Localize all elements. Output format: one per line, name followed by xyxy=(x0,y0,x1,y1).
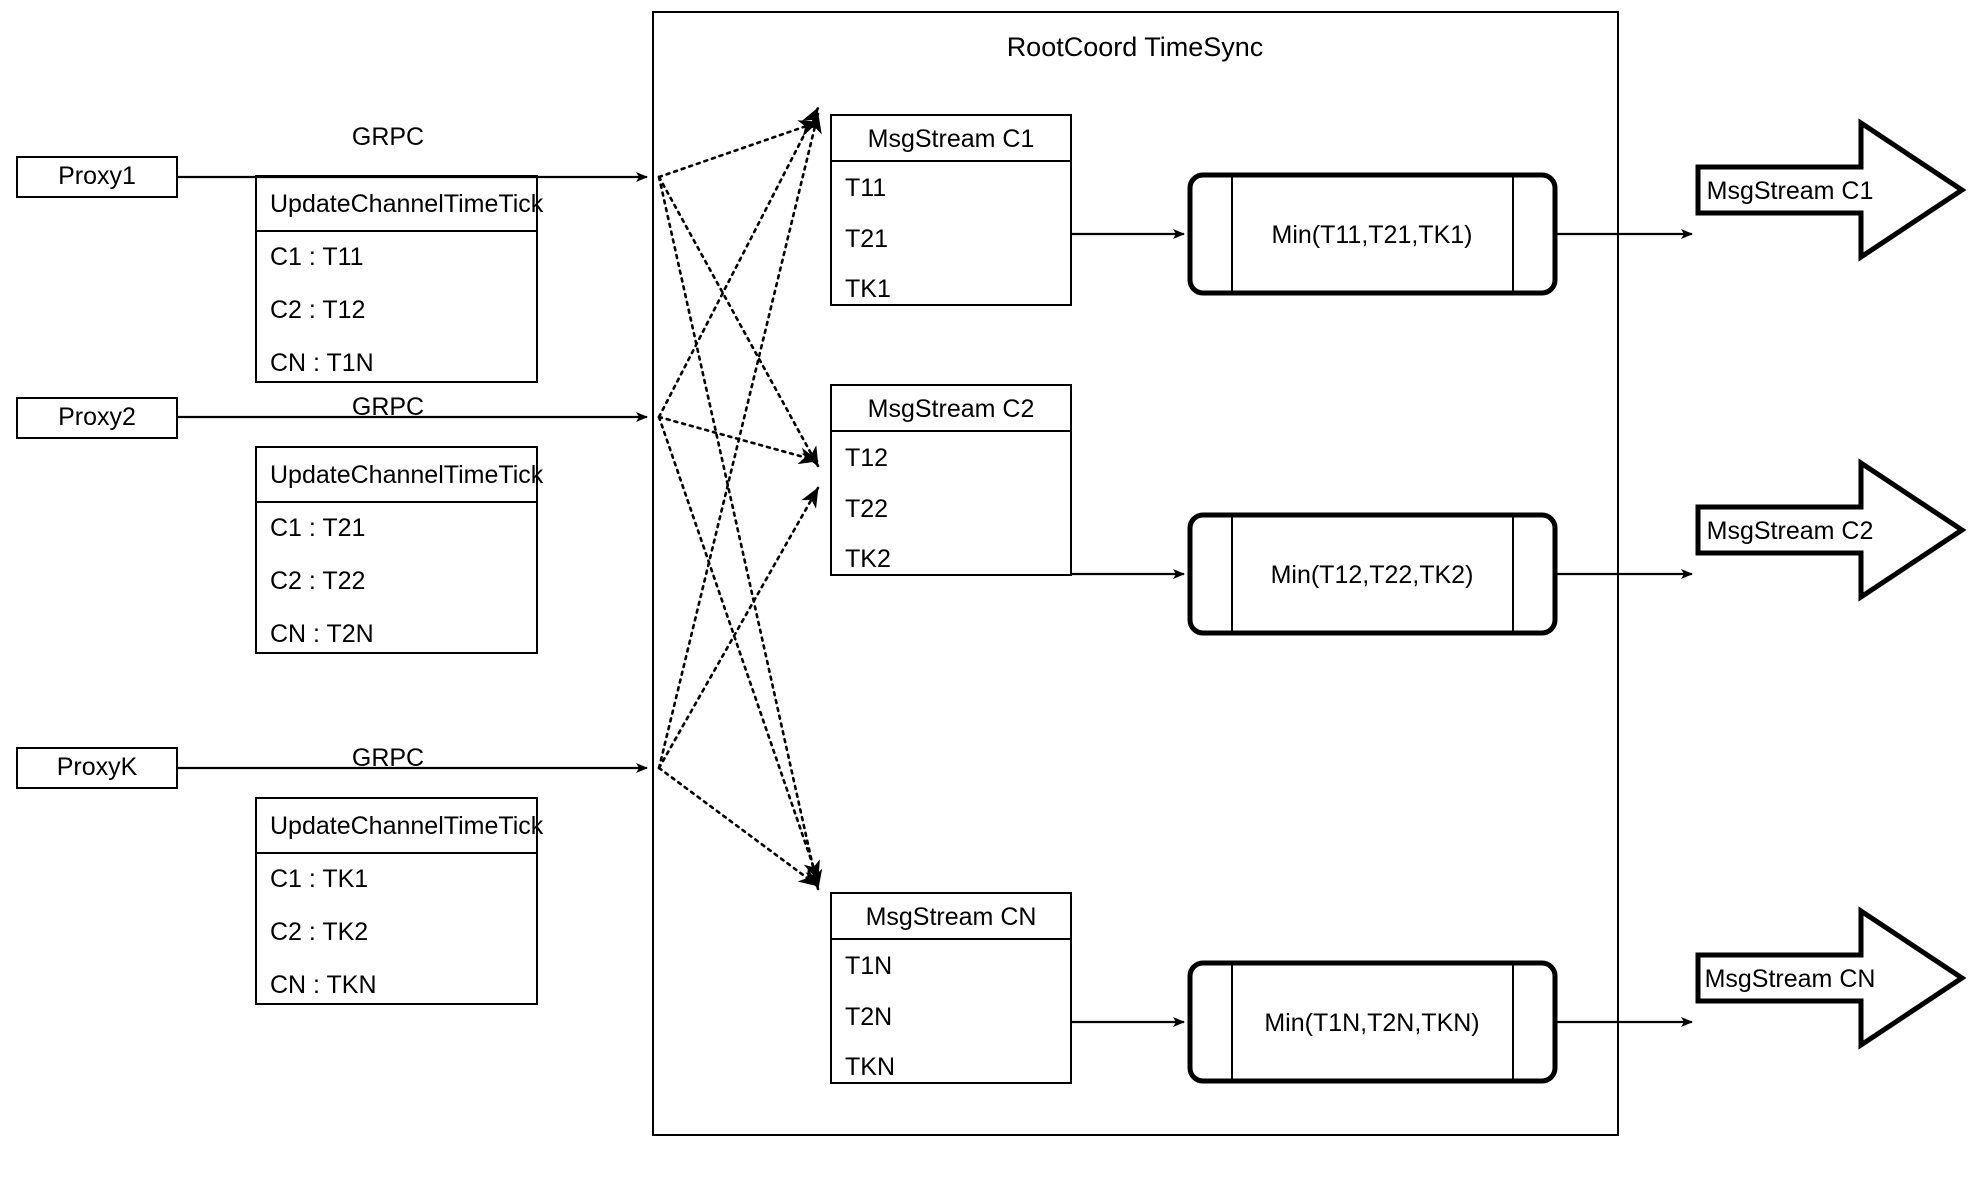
proxy1-box[interactable]: Proxy1 xyxy=(16,156,178,198)
proxy1-label: Proxy1 xyxy=(58,162,136,190)
proxyk-table-row-2: CN : TKN xyxy=(270,971,377,999)
msgstream-c1-row-0: T11 xyxy=(845,174,886,202)
msgstream-cn-header: MsgStream CN xyxy=(866,903,1037,931)
output-msgstream-cn-label: MsgStream CN xyxy=(1705,965,1876,993)
min-process-c1: Min(T11,T21,TK1) xyxy=(1187,172,1558,296)
output-msgstream-c2-label: MsgStream C2 xyxy=(1707,517,1874,545)
dispatch-pk-cn xyxy=(657,766,820,888)
min-process-cn: Min(T1N,T2N,TKN) xyxy=(1187,960,1558,1084)
msgstream-c1-row-1: T21 xyxy=(845,225,888,253)
dispatch-pk-c1 xyxy=(657,112,822,770)
min-process-cn-label: Min(T1N,T2N,TKN) xyxy=(1264,1009,1479,1037)
proxyk-box[interactable]: ProxyK xyxy=(16,747,178,789)
proxy2-table-row-1: C2 : T22 xyxy=(270,567,365,595)
msgstream-c1-row-2: TK1 xyxy=(845,275,891,303)
dispatch-p1-cn xyxy=(657,175,823,891)
proxy1-timetick-table: UpdateChannelTimeTick C1 : T11 C2 : T12 … xyxy=(255,175,544,383)
grpc-label-proxy1: GRPC xyxy=(352,123,424,151)
proxyk-table-row-0: C1 : TK1 xyxy=(270,865,368,893)
rootcoord-timesync-title: RootCoord TimeSync xyxy=(1007,32,1264,62)
dispatch-pk-c2 xyxy=(657,486,820,770)
msgstream-c2-header: MsgStream C2 xyxy=(868,395,1035,423)
msgstream-c1-box: MsgStream C1 T11 T21 TK1 xyxy=(830,114,1072,306)
min-process-c2-label: Min(T12,T22,TK2) xyxy=(1271,561,1474,589)
proxy2-table-row-2: CN : T2N xyxy=(270,620,374,648)
output-msgstream-c2-arrow: MsgStream C2 xyxy=(1695,458,1967,602)
proxy2-timetick-table: UpdateChannelTimeTick C1 : T21 C2 : T22 … xyxy=(255,446,544,654)
output-msgstream-c1-label: MsgStream C1 xyxy=(1707,177,1874,205)
timetick-dispatch-links xyxy=(657,106,823,891)
proxy2-box[interactable]: Proxy2 xyxy=(16,397,178,439)
msgstream-c2-row-2: TK2 xyxy=(845,545,891,573)
proxy2-label: Proxy2 xyxy=(58,403,136,431)
msgstream-c2-row-1: T22 xyxy=(845,495,888,523)
proxyk-table-row-1: C2 : TK2 xyxy=(270,918,368,946)
proxy1-table-header: UpdateChannelTimeTick xyxy=(270,190,544,218)
msgstream-cn-row-2: TKN xyxy=(845,1053,895,1081)
msgstream-cn-row-0: T1N xyxy=(845,952,892,980)
msgstream-c1-header: MsgStream C1 xyxy=(868,125,1035,153)
msgstream-cn-box: MsgStream CN T1N T2N TKN xyxy=(830,892,1072,1084)
proxyk-table-header: UpdateChannelTimeTick xyxy=(270,812,544,840)
dispatch-p2-cn xyxy=(657,415,820,882)
proxy1-table-row-0: C1 : T11 xyxy=(270,243,364,271)
min-process-c1-label: Min(T11,T21,TK1) xyxy=(1272,221,1473,249)
msgstream-c2-row-0: T12 xyxy=(845,444,888,472)
dispatch-p1-c2 xyxy=(657,175,820,468)
output-msgstream-c1-arrow: MsgStream C1 xyxy=(1695,118,1967,262)
msgstream-c2-box: MsgStream C2 T12 T22 TK2 xyxy=(830,384,1072,576)
msgstream-cn-row-1: T2N xyxy=(845,1003,892,1031)
output-msgstream-cn-arrow: MsgStream CN xyxy=(1695,906,1967,1050)
proxyk-label: ProxyK xyxy=(57,753,138,781)
proxy2-table-header: UpdateChannelTimeTick xyxy=(270,461,544,489)
dispatch-p2-c1 xyxy=(657,106,820,419)
proxyk-timetick-table: UpdateChannelTimeTick C1 : TK1 C2 : TK2 … xyxy=(255,797,544,1005)
dispatch-p1-c1 xyxy=(657,120,820,179)
proxy1-table-row-2: CN : T1N xyxy=(270,349,374,377)
proxy2-table-row-0: C1 : T21 xyxy=(270,514,365,542)
proxy1-table-row-1: C2 : T12 xyxy=(270,296,365,324)
min-process-c2: Min(T12,T22,TK2) xyxy=(1187,512,1558,636)
